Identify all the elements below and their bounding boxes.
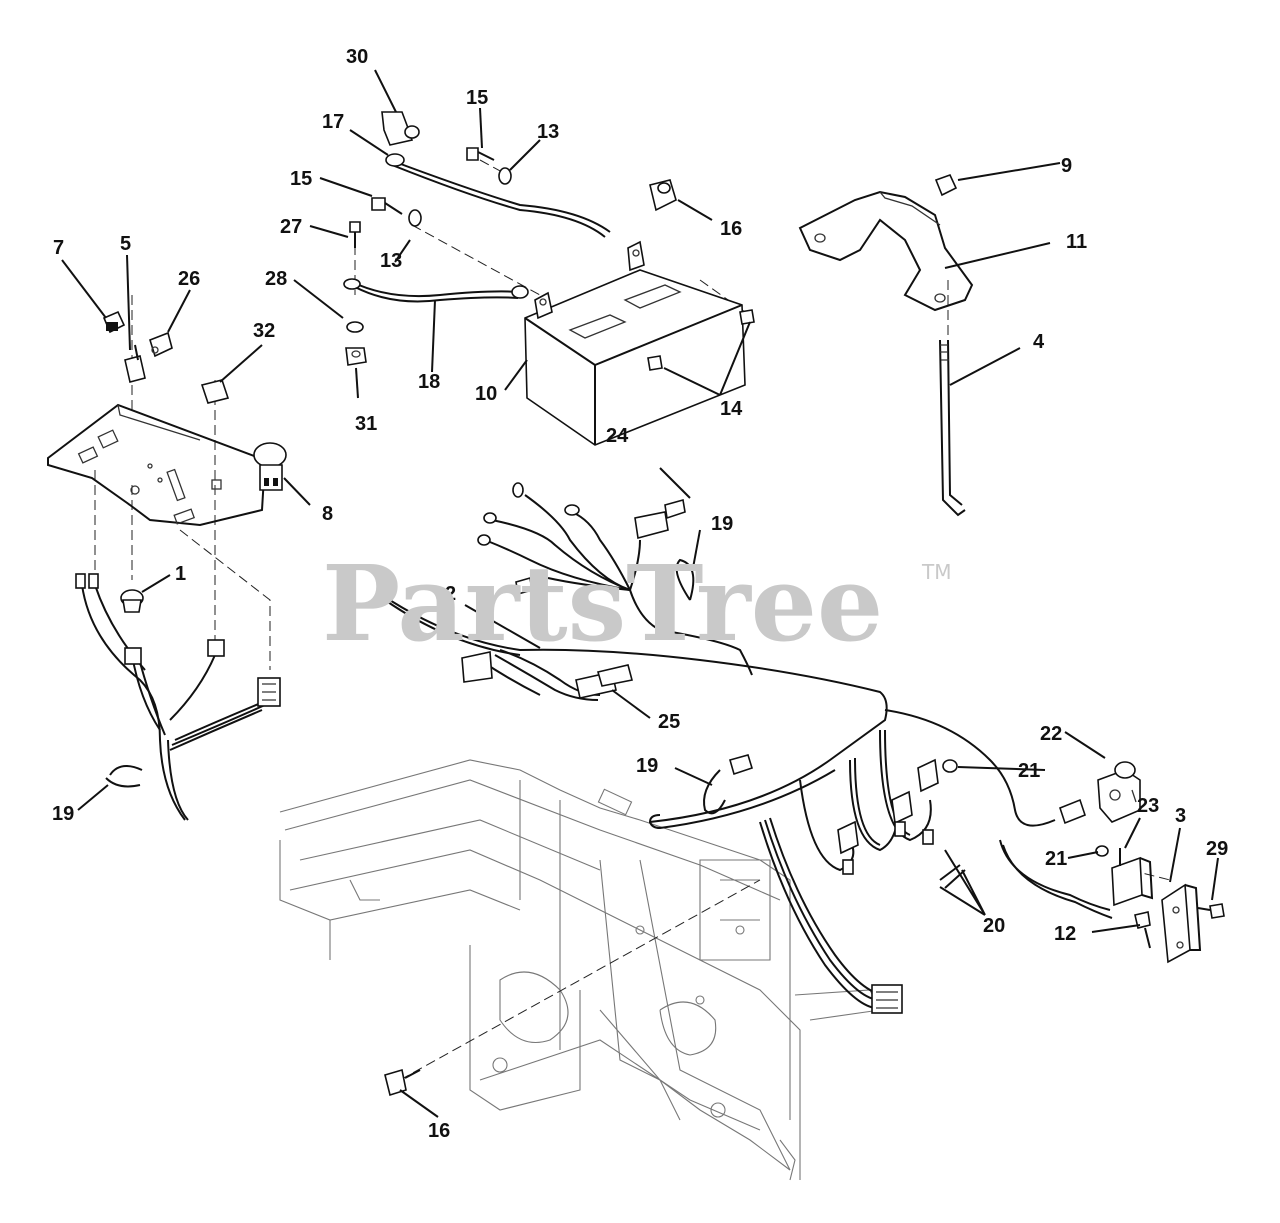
callout-22: 20 xyxy=(983,915,1005,937)
callout-28: 26 xyxy=(178,268,200,290)
callout-18: 18 xyxy=(418,371,440,393)
part-1-plug xyxy=(120,589,144,613)
callout-17: 17 xyxy=(322,111,344,133)
watermark-text: PartsTree xyxy=(322,542,884,665)
part-28-clip xyxy=(149,331,173,358)
callout-1: 1 xyxy=(175,563,186,585)
part-20-bolt xyxy=(384,1068,421,1097)
callout-12: 12 xyxy=(1054,923,1076,945)
callout-31: 31 xyxy=(355,413,377,435)
part-3-bracket xyxy=(1161,883,1202,964)
callout-16: 16 xyxy=(720,218,742,240)
part-10-battery xyxy=(524,240,746,446)
part-32-fuse xyxy=(200,379,230,404)
callout-27: 25 xyxy=(658,711,680,733)
callout-20: 16 xyxy=(428,1120,450,1142)
callout-30: 28 xyxy=(265,268,287,290)
part-5-key-switch xyxy=(124,344,146,383)
callout-4: 4 xyxy=(1033,331,1045,353)
callout-19: 19 xyxy=(52,803,74,825)
hardware-21-12-25 xyxy=(942,759,1225,949)
callout-32: 32 xyxy=(253,320,275,342)
callout-16: 30 xyxy=(346,46,368,68)
callout-2: 2 xyxy=(445,583,456,605)
part-4-rod xyxy=(939,339,966,517)
callout-labels: 30 15 17 13 9 15 16 27 13 11 7 5 26 28 3… xyxy=(52,46,1228,1142)
callout-13: 13 xyxy=(380,250,402,272)
part-8-connector xyxy=(253,442,287,491)
dash-panel xyxy=(47,403,267,527)
left-harness xyxy=(75,573,281,821)
callout-15: 15 xyxy=(466,87,488,109)
callout-5: 5 xyxy=(120,233,131,255)
callout-11: 11 xyxy=(1066,231,1087,253)
part-23-solenoid xyxy=(1097,761,1141,823)
callout-15: 15 xyxy=(290,168,312,190)
callout-7: 7 xyxy=(53,237,64,259)
callout-10: 10 xyxy=(475,383,497,405)
callout-19: 19 xyxy=(711,513,733,535)
callout-21: 21 xyxy=(1018,760,1040,782)
part-7-switch xyxy=(102,310,126,334)
callout-19: 19 xyxy=(636,755,658,777)
callout-21: 21 xyxy=(1045,848,1067,870)
callout-13: 13 xyxy=(537,121,559,143)
callout-25: 29 xyxy=(1206,838,1228,860)
part-9-clip xyxy=(934,174,958,197)
tractor-frame xyxy=(279,759,881,1181)
part-2-main-harness xyxy=(381,482,1113,1014)
leader-lines xyxy=(61,69,1219,1118)
part-11-bracket xyxy=(798,190,974,312)
callout-14: 14 xyxy=(720,398,743,420)
callout-29: 27 xyxy=(280,216,302,238)
part-24-relay xyxy=(1111,848,1154,907)
callout-8: 8 xyxy=(322,503,333,525)
callout-26: 24 xyxy=(606,425,629,447)
watermark-trademark: TM xyxy=(922,560,952,584)
battery-hardware xyxy=(343,111,755,371)
callout-24: 23 xyxy=(1137,795,1159,817)
callout-23: 22 xyxy=(1040,723,1062,745)
callout-3: 3 xyxy=(1175,805,1186,827)
callout-9: 9 xyxy=(1061,155,1072,177)
